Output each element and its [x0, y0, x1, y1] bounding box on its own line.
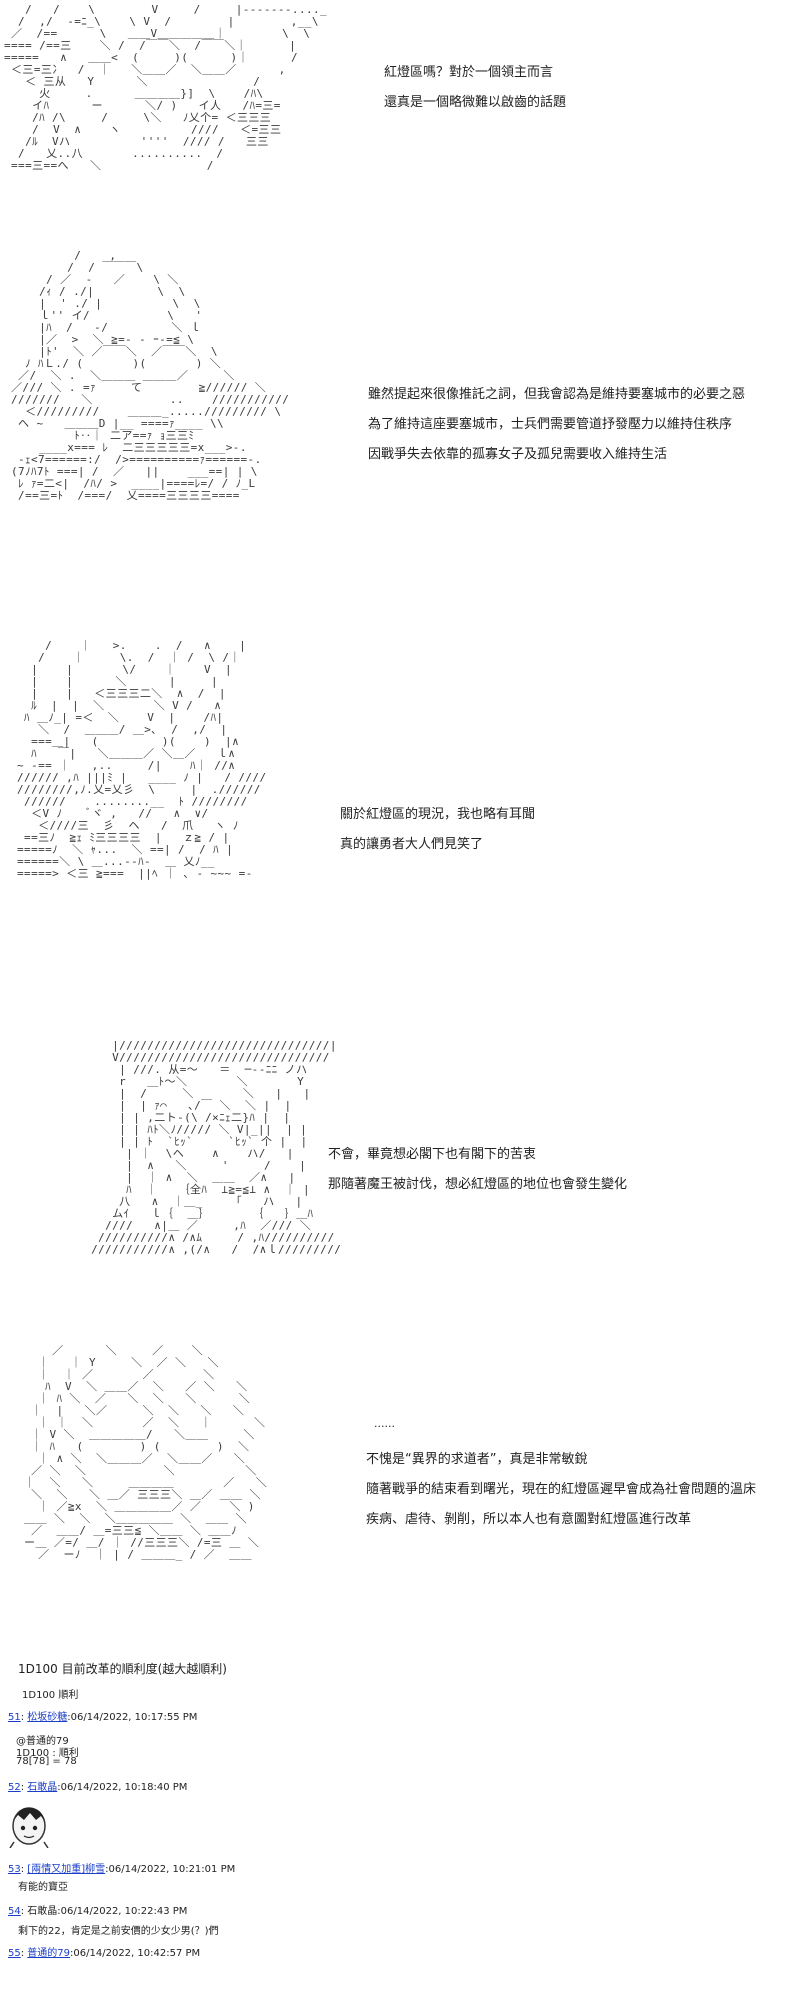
post-header: 55: 普通的79:06/14/2022, 10:42:57 PM — [8, 1948, 201, 1959]
ascii-art-2: / , / / ￣￣￣\ / ／ - ／ \ ＼ /ｨ / ./| \ \ | … — [11, 250, 290, 502]
panel-1: / / \ V / |-------...._ / ,/ -=ﾆ_\ \ V /… — [0, 0, 800, 240]
ascii-art-4: |//////////////////////////////| V//////… — [91, 1040, 340, 1256]
ascii-art-1: / / \ V / |-------...._ / ,/ -=ﾆ_\ \ V /… — [4, 4, 328, 172]
dialog-3: 關於紅燈區的現況，我也略有耳聞 真的讓勇者大人們見笑了 — [340, 800, 535, 860]
dialog-1: 紅燈區嗎？對於一個領主而言 還真是一個略微難以啟齒的話題 — [384, 58, 566, 118]
dialog-line: 真的讓勇者大人們見笑了 — [340, 837, 484, 852]
ascii-art-3: / ｜ >. . / ∧ | / ｜ \. / ｜ / \ /｜ | | \/ … — [17, 640, 267, 880]
post-number[interactable]: 52 — [8, 1782, 21, 1793]
poster-name: 石敢晶 — [27, 1906, 58, 1917]
post-number[interactable]: 53 — [8, 1864, 21, 1875]
panel-4: |//////////////////////////////| V//////… — [0, 1040, 800, 1330]
ascii-art-5: ／ ＼ ／ ＼ ｜ ｜ Y ＼ ／ ＼ ＼ ｜ ｜ ／ ／ ＼ ﾊ V ＼ ＿＿… — [24, 1345, 268, 1561]
dialog-line: 關於紅燈區的現況，我也略有耳聞 — [340, 807, 536, 822]
panel-3: / ｜ >. . / ∧ | / ｜ \. / ｜ / \ /｜ | | \/ … — [0, 640, 800, 1020]
avatar-sticker — [9, 1807, 49, 1848]
poster-name-2[interactable]: 柳雪 — [85, 1864, 106, 1875]
post-number[interactable]: 55 — [8, 1948, 21, 1959]
post-number[interactable]: 51 — [8, 1712, 21, 1723]
post-text: 1D100 順利 — [22, 1690, 79, 1701]
post-text: @普通的79 — [16, 1736, 69, 1747]
post-text: 78[78] = 78 — [16, 1756, 77, 1767]
post-date: 06/14/2022, 10:22:43 PM — [60, 1906, 188, 1917]
post-text: 剩下的22，肯定是之前安價的少女少男(？)們 — [18, 1926, 219, 1937]
dialog-line: 那隨著魔王被討伐，想必紅燈區的地位也會發生變化 — [328, 1177, 628, 1192]
dialog-line: 紅燈區嗎？對於一個領主而言 — [384, 65, 554, 80]
post-text: 有能的寶亞 — [18, 1882, 68, 1893]
post-text: 1D100 : 順利 — [16, 1748, 79, 1759]
post-header: 51: 松坂砂糖:06/14/2022, 10:17:55 PM — [8, 1712, 198, 1723]
dialog-line: 雖然提起來很像推託之詞，但我會認為是維持要塞城市的必要之惡 — [368, 387, 746, 402]
dialog-line: 因戰爭失去依靠的孤寡女子及孤兒需要收入維持生活 — [368, 447, 668, 462]
post-title: 1D100 目前改革的順利度(越大越順利) — [18, 1662, 227, 1676]
post-header: 52: 石敢晶:06/14/2022, 10:18:40 PM — [8, 1782, 188, 1793]
dialog-line: 為了維持這座要塞城市，士兵們需要管道抒發壓力以維持住秩序 — [368, 417, 733, 432]
dialog-5: 不愧是“異界的求道者”，真是非常敏銳 隨著戰爭的結束看到曙光，現在的紅燈區遲早會… — [366, 1445, 756, 1535]
post-date: 06/14/2022, 10:42:57 PM — [73, 1948, 201, 1959]
poster-name[interactable]: 普通的79 — [27, 1948, 71, 1959]
dialog-2: 雖然提起來很像推託之詞，但我會認為是維持要塞城市的必要之惡 為了維持這座要塞城市… — [368, 380, 745, 470]
post-number[interactable]: 54 — [8, 1906, 21, 1917]
post-date: 06/14/2022, 10:21:01 PM — [108, 1864, 236, 1875]
dialog-line: 不愧是“異界的求道者”，真是非常敏銳 — [366, 1452, 588, 1467]
dialog-line: 還真是一個略微難以啟齒的話題 — [384, 95, 567, 110]
comments-section: 1D100 目前改革的順利度(越大越順利) 1D100 順利 51: 松坂砂糖:… — [0, 1660, 800, 2000]
dialog-line: 疾病、虐待、剝削，所以本人也有意圖對紅燈區進行改革 — [366, 1512, 692, 1527]
ellipsis: ...... — [374, 1417, 395, 1430]
panel-5: ／ ＼ ／ ＼ ｜ ｜ Y ＼ ／ ＼ ＼ ｜ ｜ ／ ／ ＼ ﾊ V ＼ ＿＿… — [0, 1345, 800, 1645]
post-date: 06/14/2022, 10:17:55 PM — [70, 1712, 198, 1723]
dialog-line: 不會，畢竟想必閣下也有閣下的苦衷 — [328, 1147, 537, 1162]
poster-name[interactable]: 松坂砂糖 — [27, 1712, 68, 1723]
poster-name[interactable]: 石敢晶 — [27, 1782, 58, 1793]
poster-name[interactable]: [兩情又加重] — [27, 1864, 86, 1875]
dialog-line: 隨著戰爭的結束看到曙光，現在的紅燈區遲早會成為社會問題的溫床 — [366, 1482, 757, 1497]
panel-2: / , / / ￣￣￣\ / ／ - ／ \ ＼ /ｨ / ./| \ \ | … — [0, 250, 800, 620]
post-header: 53: [兩情又加重]柳雪:06/14/2022, 10:21:01 PM — [8, 1864, 236, 1875]
dialog-4: 不會，畢竟想必閣下也有閣下的苦衷 那隨著魔王被討伐，想必紅燈區的地位也會發生變化 — [328, 1140, 627, 1200]
post-date: 06/14/2022, 10:18:40 PM — [60, 1782, 188, 1793]
post-header: 54: 石敢晶:06/14/2022, 10:22:43 PM — [8, 1906, 188, 1917]
